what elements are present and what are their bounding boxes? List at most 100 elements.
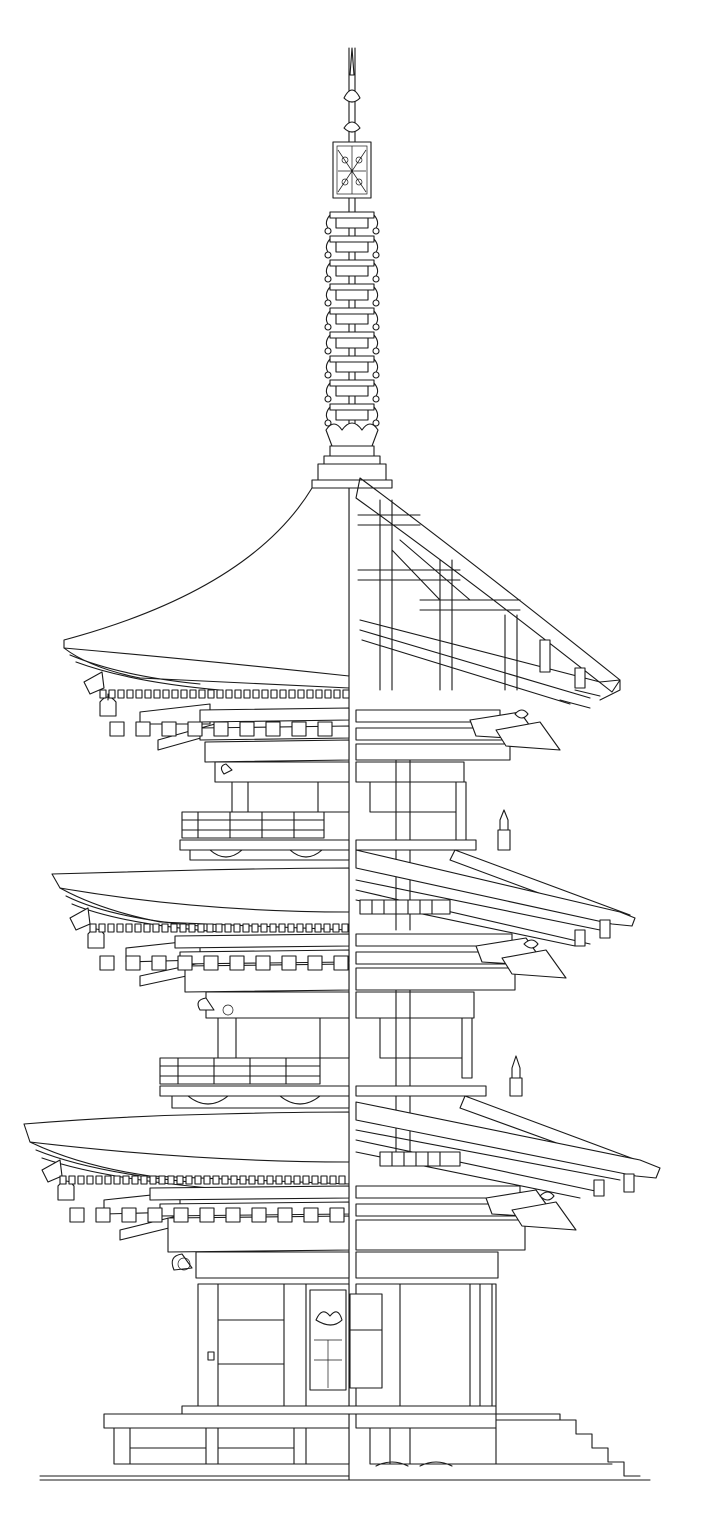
dentil-block [266, 1175, 274, 1185]
bracket-block [203, 955, 219, 971]
dentil-block [144, 689, 152, 699]
bracket-block [307, 955, 323, 971]
dentil-block [279, 689, 287, 699]
bracket-band-tier2 [69, 907, 567, 993]
dentil-block [252, 689, 260, 699]
bracket-block [265, 721, 281, 737]
dentil-block [125, 923, 133, 933]
bracket-block [121, 1207, 137, 1223]
bracket-block [229, 955, 245, 971]
bracket-block [281, 955, 297, 971]
dentil-block [284, 1175, 292, 1185]
dentil-block [167, 1175, 175, 1185]
dentil-block [239, 1175, 247, 1185]
dentil-block [314, 923, 322, 933]
dentil-block [98, 923, 106, 933]
bracket-block [303, 1207, 319, 1223]
dentil-block [158, 1175, 166, 1185]
dentil-block [77, 1175, 85, 1185]
dentil-block [278, 923, 286, 933]
dentil-block [188, 923, 196, 933]
dentil-block [162, 689, 170, 699]
dentil-block [116, 923, 124, 933]
bracket-block [151, 955, 167, 971]
dentil-block [315, 689, 323, 699]
bracket-block [329, 1207, 345, 1223]
bracket-block [333, 955, 349, 971]
dentil-block [135, 689, 143, 699]
dentil-block [233, 923, 241, 933]
bracket-block [277, 1207, 293, 1223]
dentil-block [68, 1175, 76, 1185]
dentil-block [320, 1175, 328, 1185]
dentil-block [194, 1175, 202, 1185]
dentil-block [297, 689, 305, 699]
spire-ring [324, 355, 380, 379]
water-flame-pattern [337, 146, 367, 194]
spire-rings [324, 211, 380, 427]
spire-ring [324, 307, 380, 331]
dentil-block [134, 923, 142, 933]
dentil-block [171, 689, 179, 699]
dentil-block [216, 689, 224, 699]
dentil-block [113, 1175, 121, 1185]
dentil-block [242, 923, 250, 933]
dentil-block [329, 1175, 337, 1185]
dentils-tier1 [59, 1175, 346, 1223]
dentil-block [342, 689, 350, 699]
top-roof [63, 477, 621, 709]
bracket-block [161, 721, 177, 737]
spire-ring [324, 283, 380, 307]
dentil-block [140, 1175, 148, 1185]
dentil-block [270, 689, 278, 699]
spire-ring [324, 259, 380, 283]
dentil-block [234, 689, 242, 699]
dentil-block [287, 923, 295, 933]
spire-ring [324, 331, 380, 355]
bracket-band-tier3 [83, 671, 561, 763]
dentil-block [99, 689, 107, 699]
ground-floor [171, 1251, 499, 1415]
dentil-block [59, 1175, 67, 1185]
dentil-block [206, 923, 214, 933]
spire-ring [324, 235, 380, 259]
dentil-block [197, 923, 205, 933]
lower-roof [23, 1101, 661, 1199]
bracket-block [173, 1207, 189, 1223]
bracket-block [255, 955, 271, 971]
dentil-block [179, 923, 187, 933]
dentil-block [95, 1175, 103, 1185]
dentil-block [153, 689, 161, 699]
bracket-band-tier1 [41, 1159, 577, 1253]
dentil-block [212, 1175, 220, 1185]
bracket-block [147, 1207, 163, 1223]
dentil-block [143, 923, 151, 933]
dentil-block [176, 1175, 184, 1185]
dentil-block [288, 689, 296, 699]
dentil-block [341, 923, 349, 933]
bracket-block [99, 955, 115, 971]
dentil-block [302, 1175, 310, 1185]
dentil-block [275, 1175, 283, 1185]
dentil-block [293, 1175, 301, 1185]
dentil-block [225, 689, 233, 699]
dentil-block [161, 923, 169, 933]
tier2-wall [197, 989, 475, 1161]
dentil-block [257, 1175, 265, 1185]
spire-base [311, 422, 393, 489]
stone-base-platform [39, 1413, 651, 1481]
dentil-block [126, 689, 134, 699]
dentil-block [185, 1175, 193, 1185]
dentil-block [149, 1175, 157, 1185]
dentil-block [189, 689, 197, 699]
dentil-block [198, 689, 206, 699]
dentil-block [131, 1175, 139, 1185]
dentils-tier2 [89, 923, 349, 971]
dentil-block [180, 689, 188, 699]
dentil-block [323, 923, 331, 933]
spire-ring [324, 403, 380, 427]
dentil-block [332, 923, 340, 933]
spire-ring [324, 211, 380, 235]
dentil-block [305, 923, 313, 933]
